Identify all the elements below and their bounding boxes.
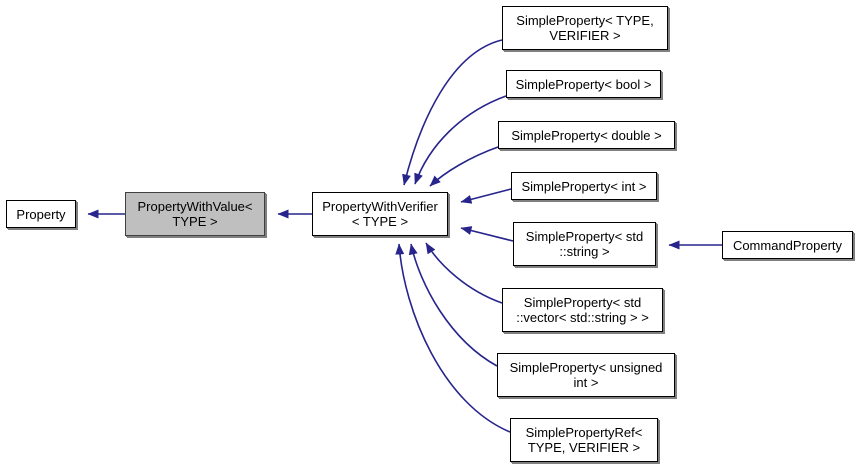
node-command-property[interactable]: CommandProperty — [722, 231, 853, 259]
node-simple-property-unsigned-int-label: SimpleProperty< unsigned int > — [509, 360, 663, 390]
node-property-with-verifier[interactable]: PropertyWithVerifier < TYPE > — [312, 192, 448, 236]
node-simple-property-bool[interactable]: SimpleProperty< bool > — [506, 70, 661, 98]
edge-simple-property-bool — [414, 95, 507, 185]
node-simple-property-bool-label: SimpleProperty< bool > — [515, 76, 652, 92]
node-property[interactable]: Property — [6, 200, 76, 228]
node-property-label: Property — [16, 206, 66, 222]
node-simple-property-double[interactable]: SimpleProperty< double > — [498, 121, 675, 149]
node-simple-property-vector-string-label: SimpleProperty< std ::vector< std::strin… — [516, 295, 649, 325]
edge-simple-property-string — [460, 226, 514, 242]
node-property-with-verifier-label: PropertyWithVerifier < TYPE > — [322, 199, 438, 229]
node-simple-property-type-verifier-label: SimpleProperty< TYPE, VERIFIER > — [516, 13, 654, 43]
node-command-property-label: CommandProperty — [732, 237, 843, 253]
edge-simple-property-type-verifier — [402, 39, 503, 186]
node-simple-property-int[interactable]: SimpleProperty< int > — [511, 172, 657, 200]
node-simple-property-string[interactable]: SimpleProperty< std ::string > — [513, 222, 656, 266]
edge-simple-property-vector-string — [425, 242, 503, 304]
node-simple-property-double-label: SimpleProperty< double > — [511, 127, 662, 143]
node-simple-property-string-label: SimpleProperty< std ::string > — [525, 229, 644, 259]
node-simple-property-ref-label: SimplePropertyRef< TYPE, VERIFIER > — [525, 425, 643, 455]
node-simple-property-vector-string[interactable]: SimpleProperty< std ::vector< std::strin… — [502, 288, 663, 332]
node-simple-property-ref[interactable]: SimplePropertyRef< TYPE, VERIFIER > — [510, 418, 658, 462]
node-simple-property-int-label: SimpleProperty< int > — [521, 178, 647, 194]
edge-simple-property-ref — [395, 243, 511, 433]
node-simple-property-type-verifier[interactable]: SimpleProperty< TYPE, VERIFIER > — [502, 6, 668, 50]
node-property-with-value[interactable]: PropertyWithValue< TYPE > — [125, 192, 265, 236]
edge-simple-property-int — [460, 188, 512, 204]
edge-simple-property-double — [429, 146, 499, 187]
edge-simple-property-unsigned-int — [408, 243, 498, 367]
node-property-with-value-label: PropertyWithValue< TYPE > — [137, 199, 253, 229]
node-simple-property-unsigned-int[interactable]: SimpleProperty< unsigned int > — [497, 353, 675, 397]
